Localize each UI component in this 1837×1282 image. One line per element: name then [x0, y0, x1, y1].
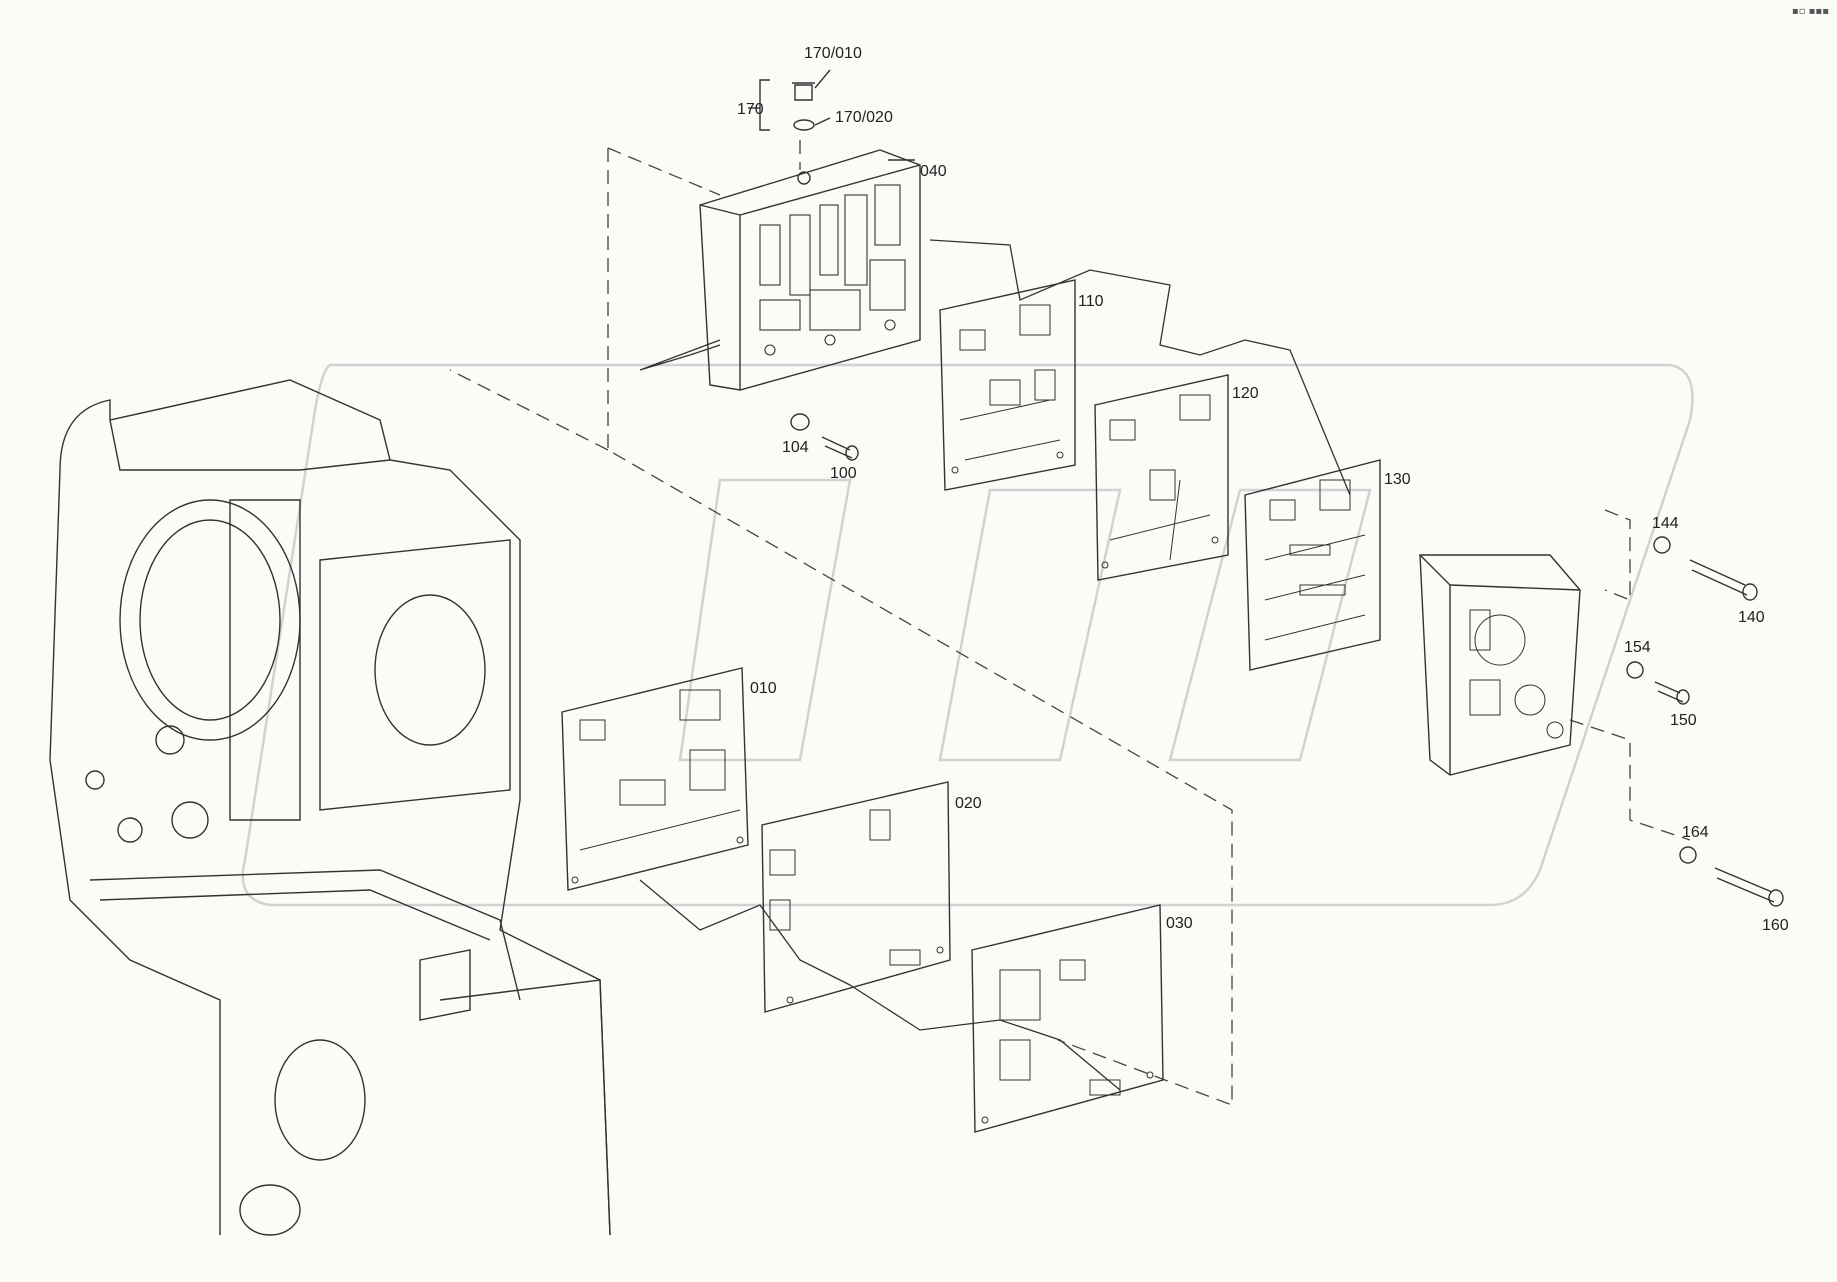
plate-130	[1244, 459, 1381, 671]
label-100: 100	[830, 465, 857, 482]
plate-020	[761, 781, 951, 1013]
plate-010	[561, 667, 749, 891]
label-170: 170	[737, 101, 764, 118]
plug-170	[748, 69, 831, 131]
corner-mark: ▪▫ ▪▪▪	[1791, 6, 1829, 17]
label-110: 110	[1078, 293, 1104, 310]
label-154: 154	[1624, 639, 1651, 656]
label-130: 130	[1384, 471, 1411, 488]
label-150: 150	[1670, 712, 1697, 729]
label-040: 040	[920, 163, 947, 180]
watermark-logo	[241, 363, 1694, 907]
label-170-010: 170/010	[804, 45, 862, 62]
assembly-outline	[639, 239, 1351, 1091]
plate-110	[939, 279, 1076, 491]
label-010: 010	[750, 680, 777, 697]
valve-block-rear	[1419, 554, 1581, 776]
label-104: 104	[782, 439, 809, 456]
label-160: 160	[1762, 917, 1789, 934]
label-164: 164	[1682, 824, 1709, 841]
bolt-160-washer-164	[1679, 846, 1784, 907]
bolt-100-washer-104	[790, 413, 859, 461]
transmission-housing	[49, 379, 611, 1236]
label-144: 144	[1652, 515, 1679, 532]
label-030: 030	[1166, 915, 1193, 932]
assembly-guide-lines	[449, 140, 1691, 1106]
label-140: 140	[1738, 609, 1765, 626]
label-120: 120	[1232, 385, 1259, 402]
label-170-020: 170/020	[835, 109, 893, 126]
plate-030	[971, 904, 1164, 1133]
bolt-150-washer-154	[1626, 661, 1690, 705]
valve-housing-040	[699, 149, 921, 391]
part-labels: 170/010 170 170/020 040 110 120 130 104 …	[737, 45, 1789, 934]
bolt-140-washer-144	[1653, 536, 1758, 601]
plate-120	[1094, 374, 1229, 581]
label-020: 020	[955, 795, 982, 812]
